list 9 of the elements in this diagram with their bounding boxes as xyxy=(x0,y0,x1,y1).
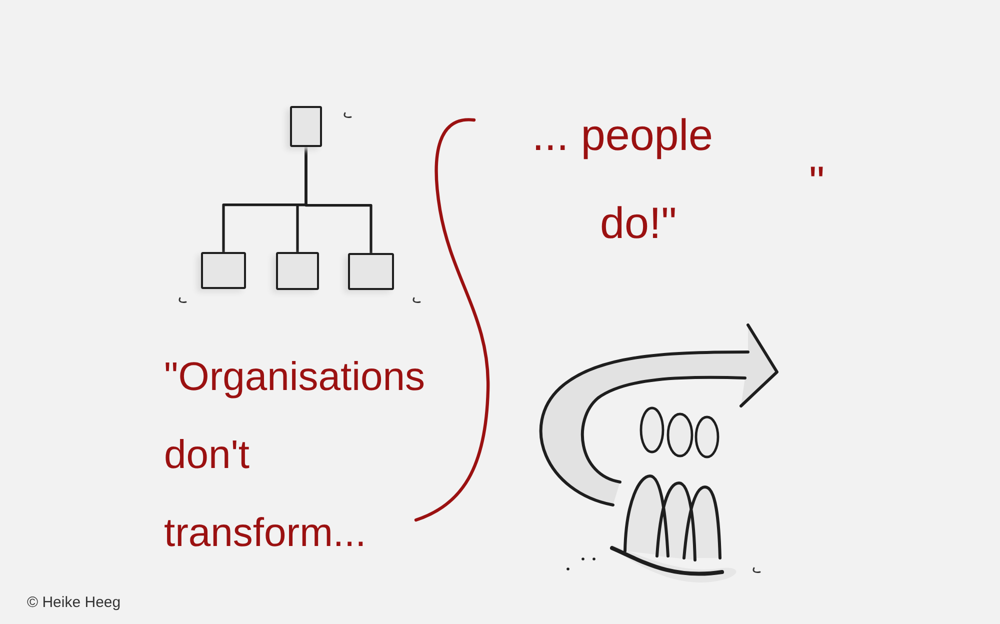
copyright-notice: © Heike Heeg xyxy=(27,593,121,613)
handwritten-quote: ... people do!" xyxy=(532,110,714,250)
org-chart-box xyxy=(276,252,319,290)
handwritten-quote: "Organisations don't transform... xyxy=(164,354,426,557)
org-chart-box xyxy=(201,252,246,289)
connector-line xyxy=(304,146,372,254)
org-chart-box xyxy=(348,253,394,290)
org-chart-box xyxy=(290,106,322,147)
quotation-mark: " xyxy=(809,158,825,208)
